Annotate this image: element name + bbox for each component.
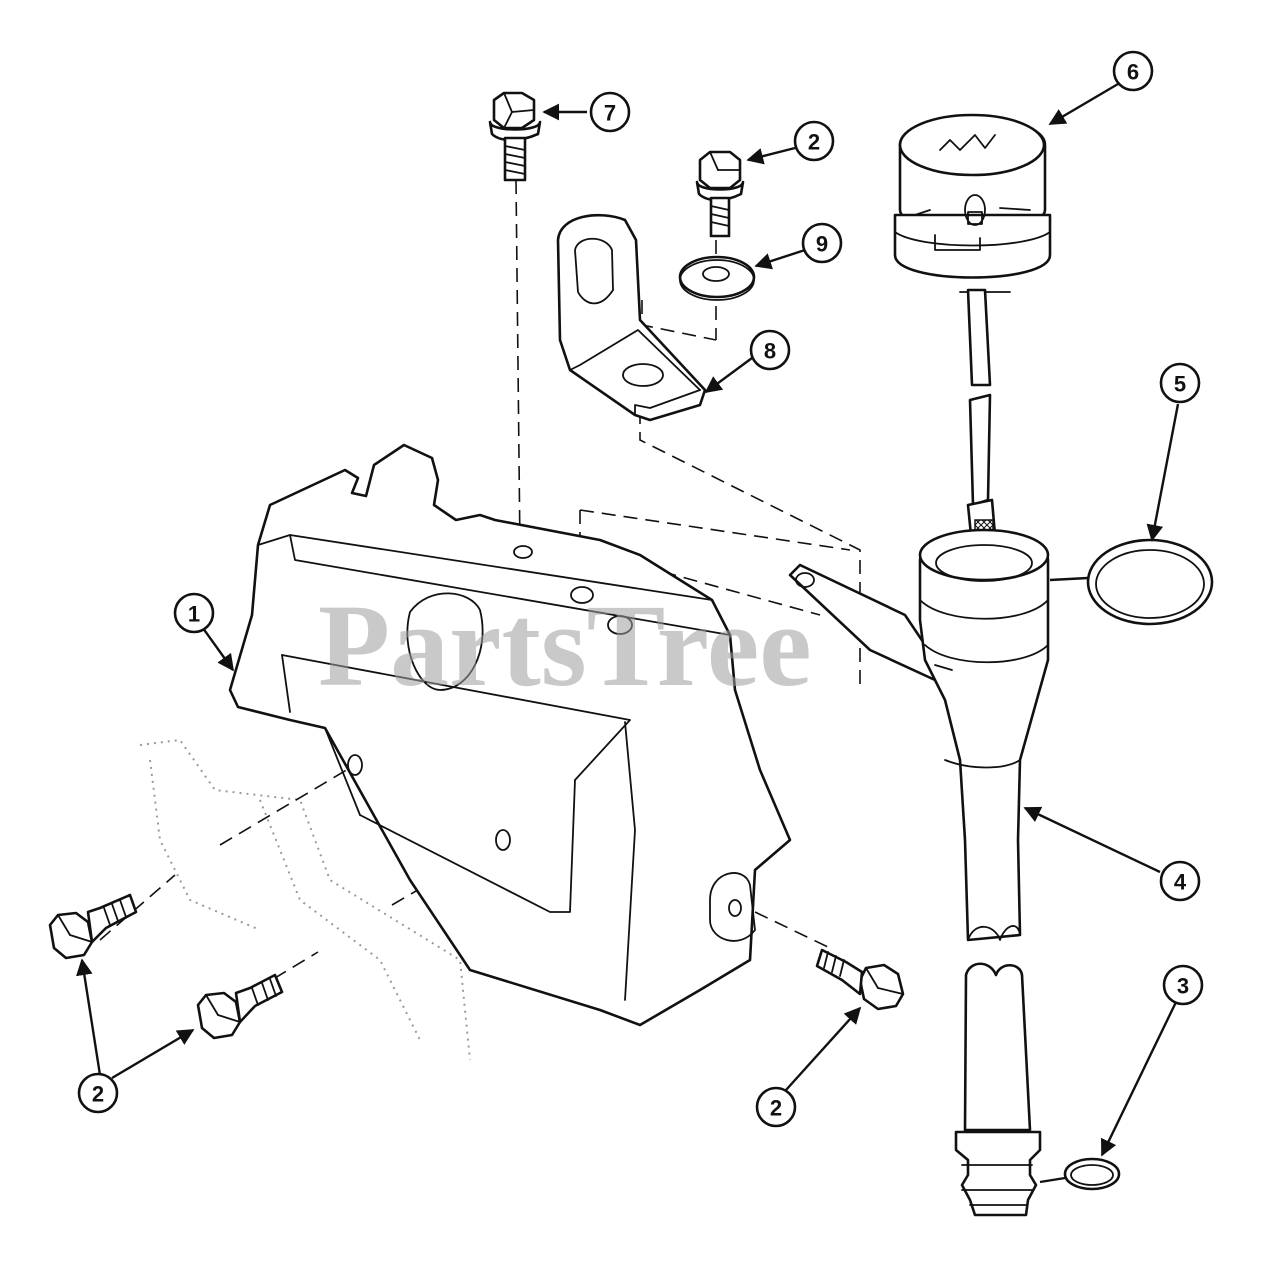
- callout-2-left: 2: [77, 1072, 119, 1114]
- callout-6: 6: [1112, 50, 1154, 92]
- bolt-2-top: [695, 150, 745, 238]
- svg-text:7: 7: [604, 101, 616, 126]
- callout-2-top: 2: [793, 120, 835, 162]
- svg-text:6: 6: [1127, 60, 1139, 85]
- dipstick-tube: [788, 528, 1050, 1217]
- dipstick-cap: [893, 113, 1052, 387]
- bolt-2-left-upper: [48, 893, 138, 960]
- svg-text:9: 9: [816, 232, 828, 257]
- svg-text:4: 4: [1174, 870, 1187, 895]
- o-ring-3: [1063, 1157, 1121, 1191]
- callout-5: 5: [1159, 362, 1201, 404]
- washer-9: [678, 255, 756, 301]
- watermark-text: PartsTree: [318, 580, 812, 711]
- svg-text:2: 2: [770, 1096, 782, 1121]
- bolt-7: [488, 91, 542, 182]
- callout-8: 8: [749, 329, 791, 371]
- engine-shroud: [228, 443, 792, 1027]
- callout-4: 4: [1159, 860, 1201, 902]
- bolt-2-left-lower: [196, 973, 284, 1040]
- leader-lines: [76, 82, 1180, 1184]
- svg-text:3: 3: [1177, 974, 1189, 999]
- svg-text:5: 5: [1174, 372, 1186, 397]
- callout-1: 1: [173, 592, 215, 634]
- callout-9: 9: [801, 222, 843, 264]
- bolt-2-right: [815, 948, 905, 1011]
- svg-text:2: 2: [808, 130, 820, 155]
- svg-text:1: 1: [188, 602, 200, 627]
- callout-7: 7: [589, 91, 631, 133]
- callout-2-right: 2: [755, 1086, 797, 1128]
- mounting-bracket: [556, 213, 707, 422]
- svg-text:8: 8: [764, 339, 776, 364]
- callout-3: 3: [1162, 964, 1204, 1006]
- engine-block-ghost: [139, 738, 471, 1061]
- svg-text:2: 2: [92, 1082, 104, 1107]
- o-ring-5: [1086, 538, 1214, 626]
